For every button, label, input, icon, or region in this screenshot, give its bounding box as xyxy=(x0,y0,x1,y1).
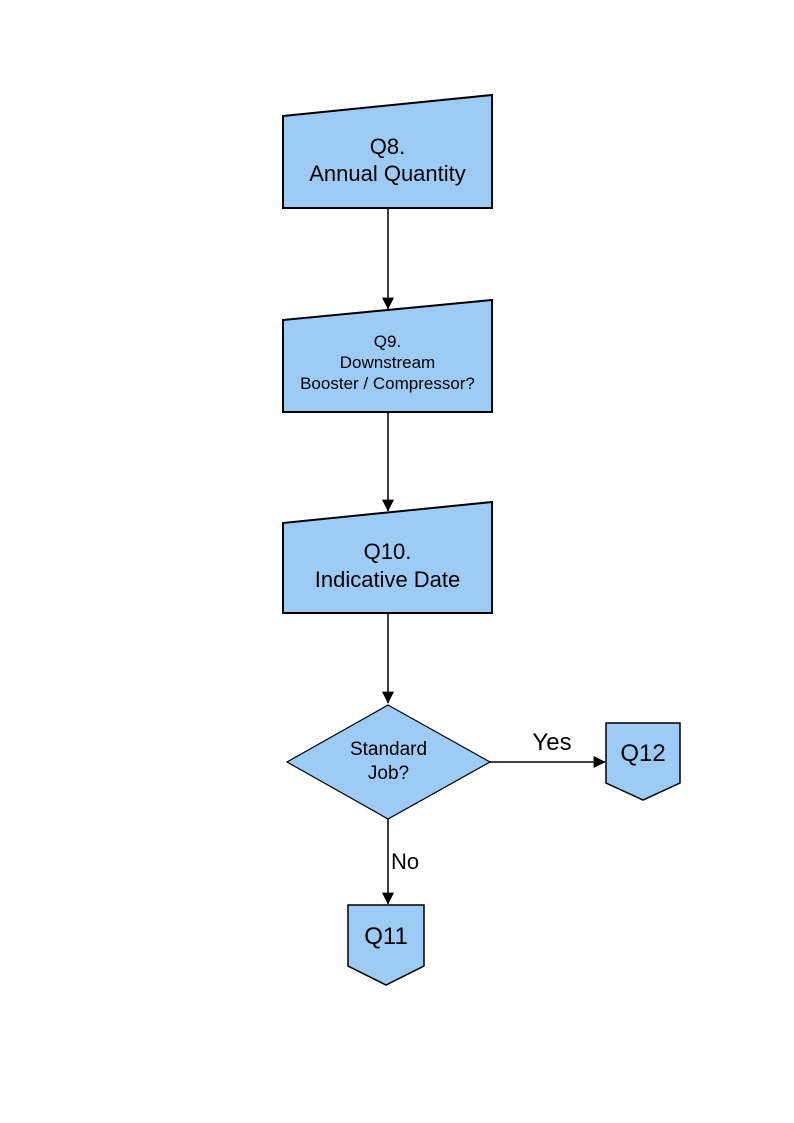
node-q8-manual-input-shape xyxy=(282,93,493,209)
node-q9-manual-input-shape xyxy=(282,298,493,413)
node-q10-manual-input-shape xyxy=(282,500,493,614)
node-decision-diamond-shape xyxy=(285,704,492,820)
node-q12-offpage-connector-shape xyxy=(605,722,681,801)
node-q11-offpage-connector-shape xyxy=(347,904,425,986)
